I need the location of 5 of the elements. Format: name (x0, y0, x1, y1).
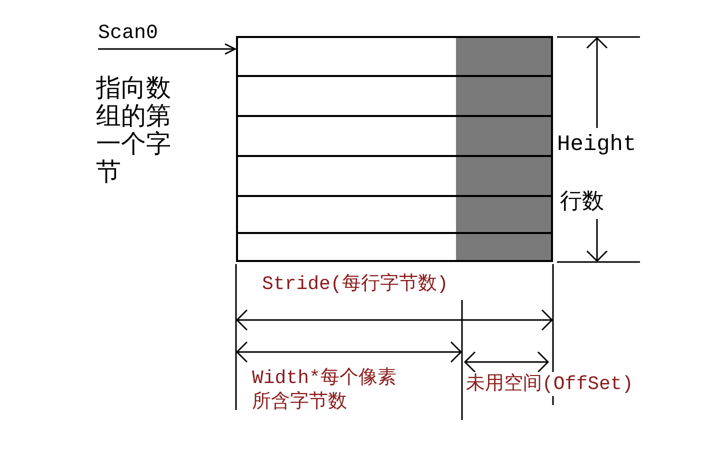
annotation-text: 指向数组的第一个字节 (96, 76, 172, 188)
annotation-text: 未用空间(OffSet) (466, 372, 634, 396)
memory-grid (236, 36, 553, 262)
pointer-label: Scan0 (98, 22, 158, 45)
arrow (98, 43, 236, 55)
